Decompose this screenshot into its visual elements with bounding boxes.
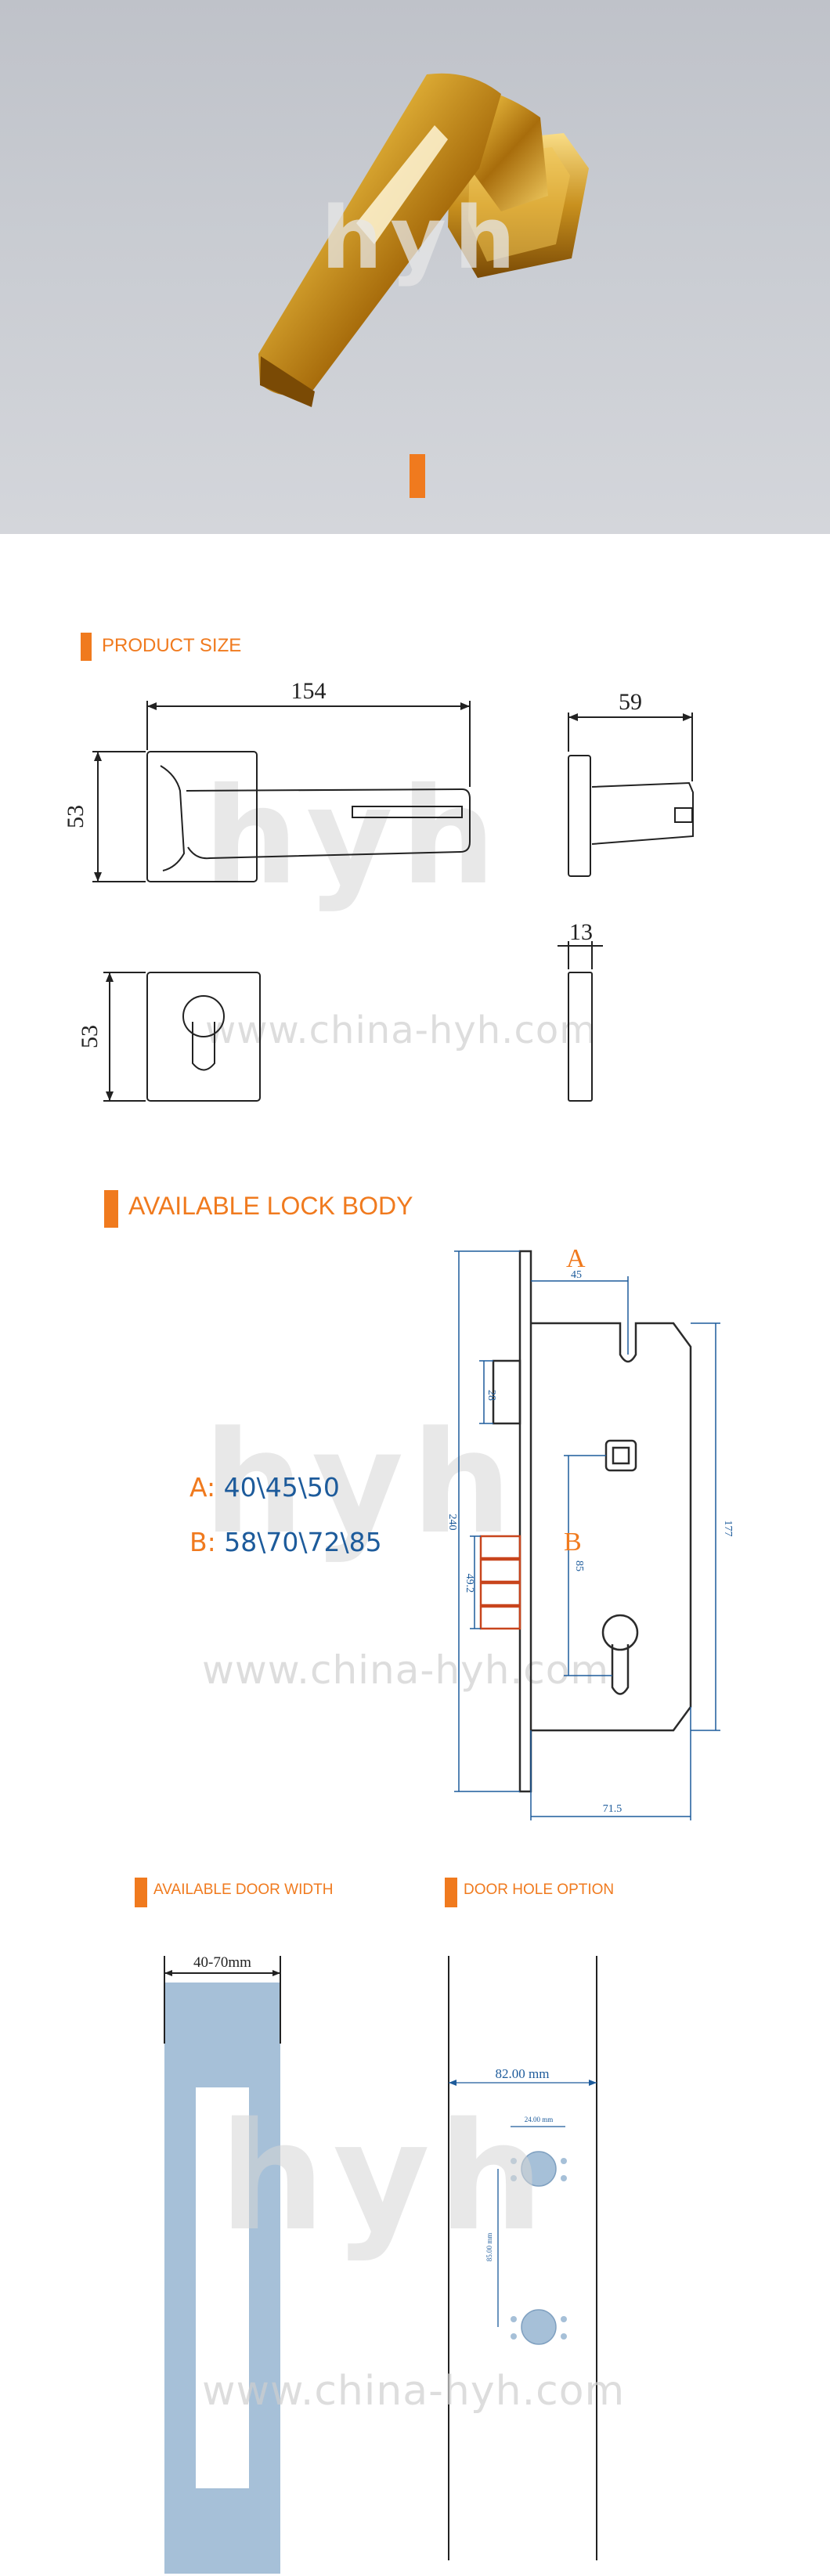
section-title-lock-body: AVAILABLE LOCK BODY — [128, 1192, 413, 1220]
dim-rose-thickness: 13 — [569, 919, 593, 945]
dim-total: 240 — [446, 1514, 458, 1531]
door-drawings: 40-70mm 82.00 mm 24.00 mm 85.00 mm — [164, 1954, 597, 2574]
dim-rose-height: 53 — [77, 1025, 103, 1048]
section-marker — [445, 1878, 457, 1907]
product-size-drawing: 154 59 53 53 13 — [63, 678, 694, 1102]
door-hole-diameter: 24.00 mm — [525, 2116, 554, 2123]
dim-front: 49.2 — [464, 1574, 475, 1593]
hero-watermark: hyh — [321, 188, 524, 288]
dim-height: 53 — [63, 805, 88, 828]
section-title-door-width: AVAILABLE DOOR WIDTH — [153, 1881, 334, 1898]
spec-a: A: 40\45\50 — [189, 1472, 340, 1503]
spec-b-values: 58\70\72\85 — [224, 1527, 382, 1557]
door-width-range: 40-70mm — [193, 1954, 251, 1971]
section-marker — [81, 633, 92, 661]
spec-a-values: 40\45\50 — [223, 1472, 340, 1503]
door-hole-spacing: 85.00 mm — [485, 2233, 493, 2262]
watermark-url: www.china-hyh.com — [202, 2368, 626, 2415]
section-title-door-hole: DOOR HOLE OPTION — [464, 1881, 615, 1898]
dim-length: 154 — [291, 678, 327, 704]
watermark-logo: hyh — [219, 2091, 552, 2264]
door-hole-width: 82.00 mm — [496, 2066, 550, 2081]
label-a: A — [566, 1244, 586, 1273]
watermark-url: www.china-hyh.com — [202, 1647, 610, 1693]
dim-b: 85 — [573, 1560, 585, 1571]
accent-bar — [410, 454, 425, 498]
section-marker — [135, 1878, 147, 1907]
label-b: B — [564, 1528, 582, 1557]
section-title-product-size: PRODUCT SIZE — [102, 635, 242, 656]
dim-latch: 28 — [485, 1390, 497, 1401]
hero-banner: hyh — [0, 0, 830, 534]
watermark-url: www.china-hyh.com — [205, 1008, 597, 1052]
handle-photo — [258, 73, 589, 407]
dim-depth: 71.5 — [603, 1803, 622, 1815]
spec-b: B: 58\70\72\85 — [189, 1527, 382, 1557]
watermark-logo: hyh — [204, 759, 503, 915]
dim-height: 177 — [722, 1521, 734, 1537]
spec-a-key: A: — [189, 1472, 216, 1503]
section-marker — [104, 1190, 118, 1228]
lock-body-drawing: 45 28 240 85 49.2 71.5 177 A B — [446, 1244, 734, 1820]
spec-b-key: B: — [189, 1527, 216, 1557]
watermark-logo: hyh — [204, 1402, 520, 1565]
dim-side-width: 59 — [619, 689, 642, 715]
dim-a: 45 — [571, 1269, 582, 1281]
